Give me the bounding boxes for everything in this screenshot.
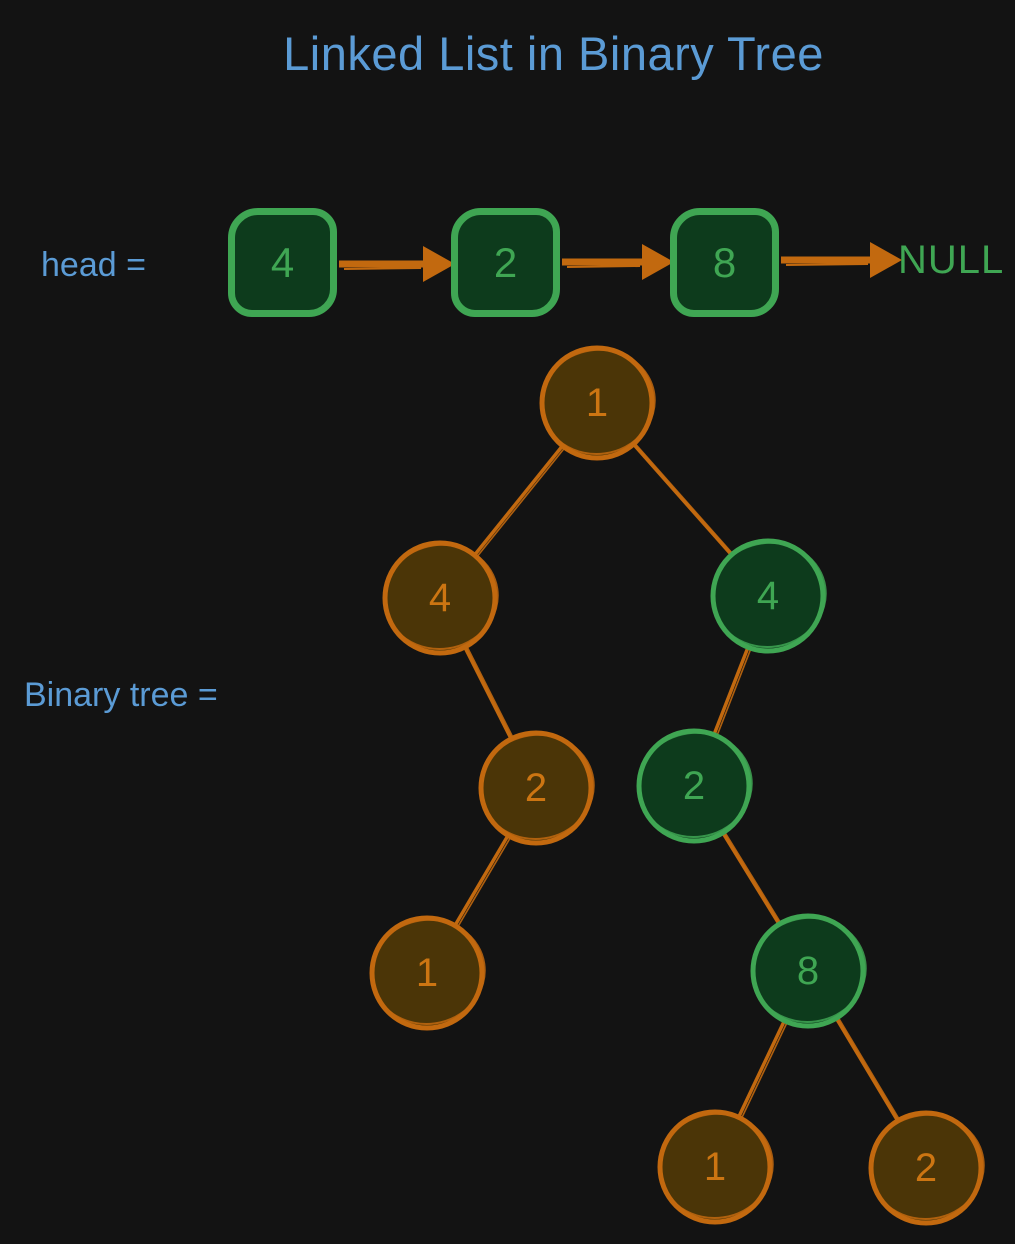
- page-title: Linked List in Binary Tree: [283, 27, 824, 80]
- tree-node-circle: [710, 538, 826, 654]
- linked-list-arrows: [339, 242, 902, 282]
- tree-node-sketch-outline: [750, 916, 867, 1023]
- tree-node-circle: [636, 728, 752, 844]
- tree-node-circle: [478, 730, 594, 846]
- tree-node-circle: [539, 345, 655, 461]
- null-terminator: NULL: [898, 238, 1005, 282]
- list-arrow-sketch-line: [343, 267, 422, 270]
- tree-node-circle: [868, 1110, 984, 1226]
- list-node: 4: [228, 208, 337, 317]
- head-label: head =: [41, 246, 146, 284]
- tree-node-sketch-outline: [539, 348, 656, 455]
- tree-node-sketch-outline: [636, 731, 753, 838]
- tree-node-1: 1: [539, 345, 656, 461]
- tree-node-value: 4: [429, 576, 451, 620]
- tree-node-value: 8: [797, 949, 819, 993]
- tree-node-value: 1: [704, 1145, 726, 1189]
- tree-node-4: 4: [710, 538, 827, 654]
- tree-node-circle: [657, 1109, 773, 1225]
- tree-node-8: 8: [750, 913, 867, 1029]
- tree-node-2: 2: [868, 1110, 985, 1226]
- list-arrow-sketch-line: [566, 265, 641, 268]
- arrowhead-icon: [870, 242, 902, 278]
- tree-node-1: 1: [369, 915, 486, 1031]
- tree-node-sketch-outline: [657, 1112, 774, 1219]
- tree-node-1: 1: [657, 1109, 774, 1225]
- tree-node-value: 2: [915, 1146, 937, 1190]
- list-arrow-sketch-line: [785, 263, 869, 266]
- list-node: 8: [670, 208, 779, 317]
- tree-node-circle: [750, 913, 866, 1029]
- tree-node-sketch-outline: [868, 1113, 985, 1220]
- tree-node-value: 2: [525, 766, 547, 810]
- tree-node-sketch-outline: [369, 918, 486, 1025]
- tree-node-value: 1: [416, 951, 438, 995]
- list-node: 2: [451, 208, 560, 317]
- tree-node-circle: [369, 915, 485, 1031]
- arrowhead-icon: [423, 246, 455, 282]
- tree-node-value: 2: [683, 764, 705, 808]
- tree-node-4: 4: [382, 540, 499, 656]
- tree-node-sketch-outline: [478, 733, 595, 840]
- tree-node-value: 1: [586, 381, 608, 425]
- tree-node-value: 4: [757, 574, 779, 618]
- tree-node-sketch-outline: [382, 543, 499, 650]
- tree-node-2: 2: [478, 730, 595, 846]
- binary-tree-label: Binary tree =: [24, 676, 218, 714]
- tree-node-2: 2: [636, 728, 753, 844]
- tree-node-sketch-outline: [710, 541, 827, 648]
- tree-node-circle: [382, 540, 498, 656]
- arrowhead-icon: [642, 244, 674, 280]
